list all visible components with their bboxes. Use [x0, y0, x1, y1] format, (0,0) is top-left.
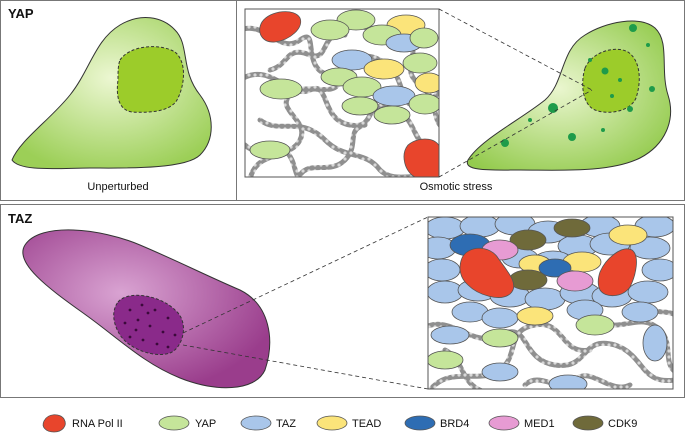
yap-osmotic-caption: Osmotic stress [420, 181, 493, 193]
taz-nuclear-puncta [123, 303, 177, 349]
yap-osmotic-cell [466, 20, 672, 171]
legend-swatch-med1 [488, 415, 520, 431]
legend-swatch-cdk9 [572, 415, 604, 431]
yap-condensate-zoom [244, 8, 440, 178]
legend-label-rna-pol-ii: RNA Pol II [72, 418, 123, 430]
legend-swatch-yap [158, 415, 190, 431]
legend-label-med1: MED1 [524, 418, 555, 430]
legend-item-brd4: BRD4 [404, 415, 469, 431]
legend-item-taz: TAZ [240, 415, 296, 431]
legend-swatch-tead [316, 415, 348, 431]
yap-osmotic-nucleus [582, 48, 640, 113]
legend-label-cdk9: CDK9 [608, 418, 637, 430]
yap-unperturbed-caption: Unperturbed [87, 181, 148, 193]
legend-item-cdk9: CDK9 [572, 415, 637, 431]
legend-label-brd4: BRD4 [440, 418, 469, 430]
legend-swatch-brd4 [404, 415, 436, 431]
taz-zoom-guide-top [182, 216, 429, 334]
taz-condensate-zoom [427, 216, 674, 390]
yap-zoom-guide-top [438, 8, 593, 91]
legend-item-rna-pol-ii: RNA Pol II [42, 414, 123, 433]
legend-swatch-rna-pol-ii [42, 414, 66, 433]
legend-swatch-taz [240, 415, 272, 431]
legend-item-med1: MED1 [488, 415, 555, 431]
legend-label-tead: TEAD [352, 418, 381, 430]
yap-panel-label: YAP [8, 6, 34, 21]
yap-zoom-guide-bottom [438, 89, 593, 178]
legend-label-yap: YAP [195, 418, 216, 430]
yap-unperturbed-cell [11, 17, 212, 170]
legend-item-yap: YAP [158, 415, 216, 431]
taz-panel-label: TAZ [8, 211, 32, 226]
yap-condensate-puncta [501, 24, 655, 147]
yap-nucleus [116, 46, 184, 113]
legend-label-taz: TAZ [276, 418, 296, 430]
legend: RNA Pol II YAP TAZ TEAD BRD4 MED1 CDK9 [42, 414, 637, 433]
legend-item-tead: TEAD [316, 415, 381, 431]
taz-cell [22, 229, 271, 389]
